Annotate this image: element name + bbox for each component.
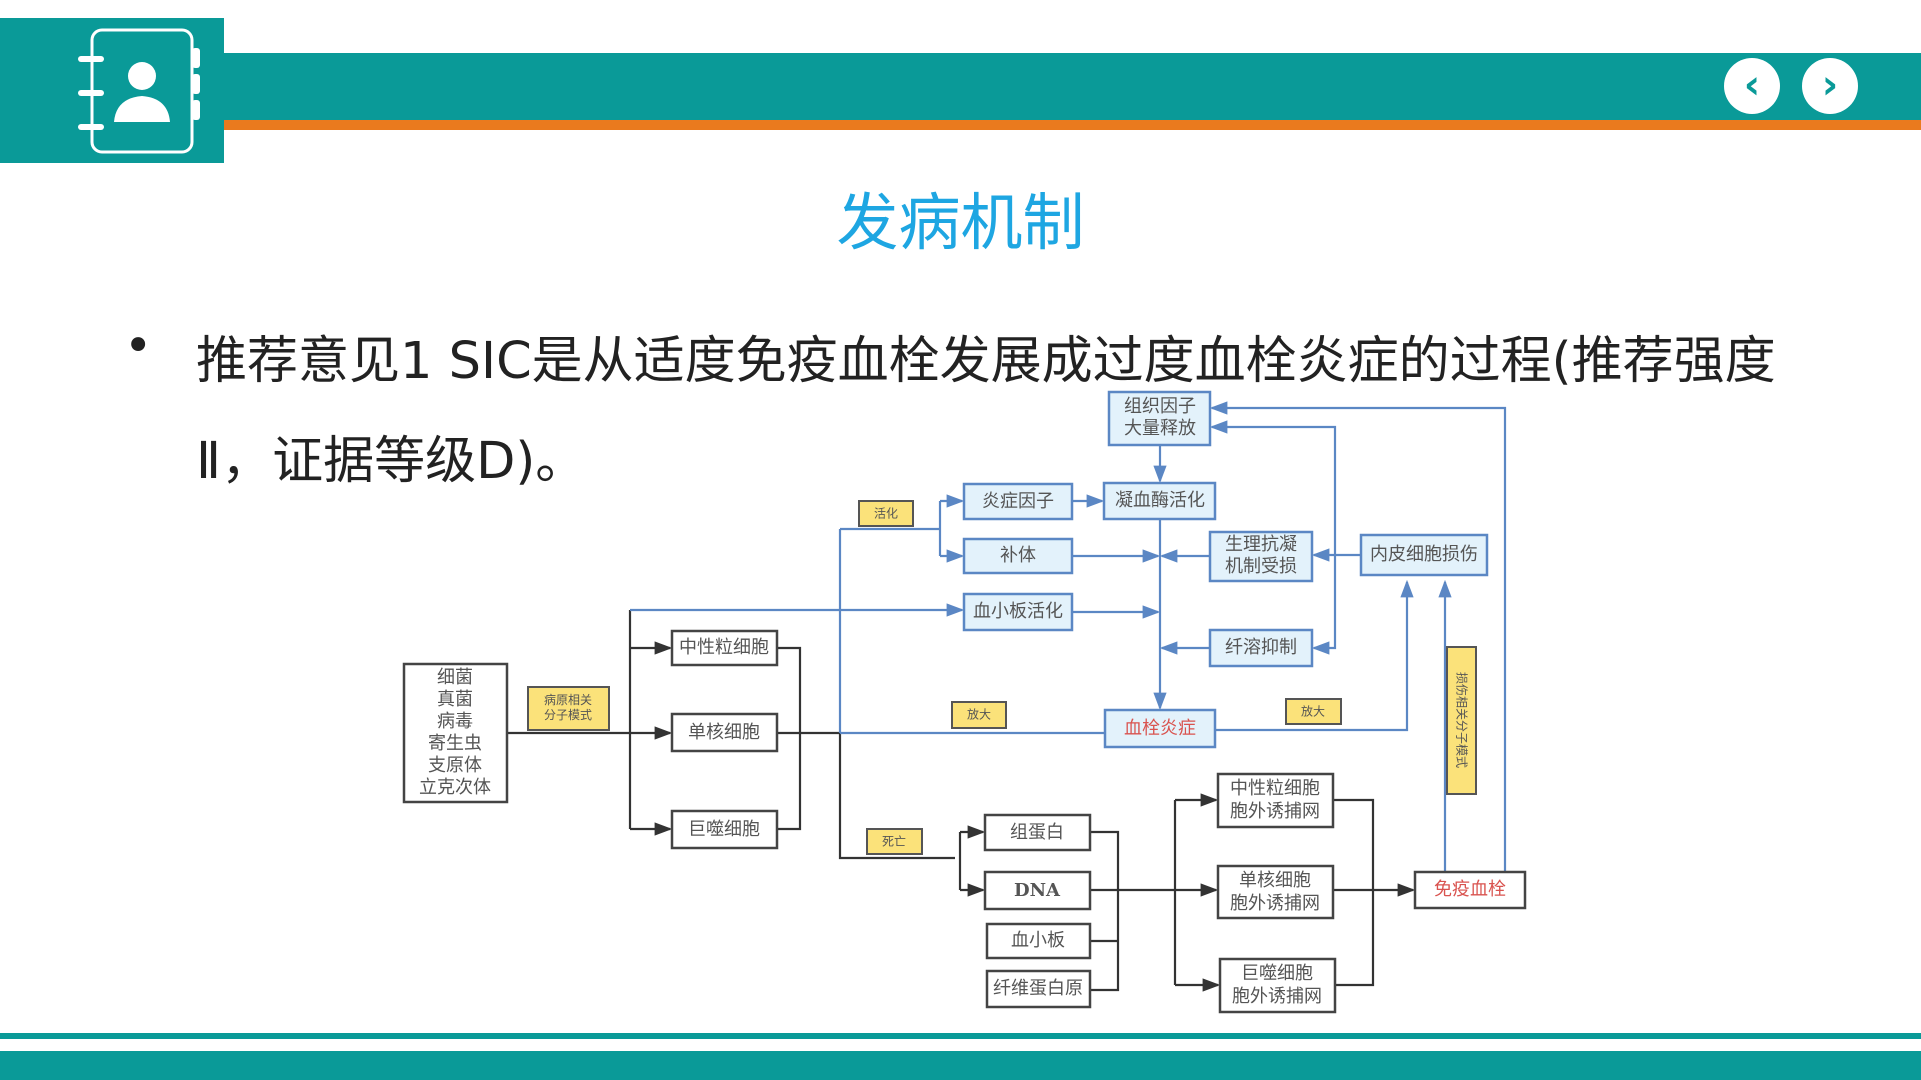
svg-text:活化: 活化 — [874, 507, 898, 521]
logo — [0, 18, 224, 163]
monocyte-box: 单核细胞 — [670, 712, 779, 753]
svg-text:凝血酶活化: 凝血酶活化 — [1115, 490, 1205, 511]
complement-box: 补体 — [962, 537, 1074, 575]
contact-book-icon — [78, 28, 200, 154]
svg-text:内皮细胞损伤: 内皮细胞损伤 — [1370, 544, 1478, 565]
bullet: • — [124, 318, 153, 374]
svg-text:损伤相关分子模式: 损伤相关分子模式 — [1455, 672, 1469, 768]
activate-label: 活化 — [858, 500, 914, 527]
met-box: 单核细胞胞外诱捕网 — [1216, 864, 1335, 920]
svg-text:细菌真菌病毒寄生虫支原体立克次体: 细菌真菌病毒寄生虫支原体立克次体 — [419, 667, 491, 798]
svg-text:中性粒细胞胞外诱捕网: 中性粒细胞胞外诱捕网 — [1230, 778, 1320, 822]
dna-box: DNA — [983, 870, 1092, 911]
svg-text:炎症因子: 炎症因子 — [982, 491, 1054, 512]
header-accent-line — [224, 120, 1921, 130]
svg-text:血小板活化: 血小板活化 — [973, 601, 1063, 622]
immunothrombosis-box: 免疫血栓 — [1413, 870, 1527, 910]
macrophage-box: 巨噬细胞 — [670, 809, 779, 850]
svg-text:血小板: 血小板 — [1011, 930, 1065, 951]
recommendation-text: 推荐意见1 SIC是从适度免疫血栓发展成过度血栓炎症的过程(推荐强度Ⅱ，证据等级… — [196, 332, 1776, 491]
svg-text:死亡: 死亡 — [882, 835, 906, 849]
chevron-left-icon: ‹ — [1743, 62, 1761, 108]
next-button[interactable]: › — [1802, 58, 1858, 114]
amplify-left-label: 放大 — [951, 701, 1007, 729]
header-bar — [0, 53, 1921, 120]
connectors — [507, 401, 1507, 992]
svg-text:组蛋白: 组蛋白 — [1010, 822, 1064, 843]
svg-text:纤维蛋白原: 纤维蛋白原 — [993, 978, 1083, 999]
histone-box: 组蛋白 — [983, 813, 1092, 852]
footer-line — [0, 1033, 1921, 1039]
death-label: 死亡 — [866, 828, 923, 855]
tissue-factor-box: 组织因子大量释放 — [1107, 390, 1212, 447]
svg-text:巨噬细胞胞外诱捕网: 巨噬细胞胞外诱捕网 — [1232, 963, 1322, 1007]
svg-text:生理抗凝机制受损: 生理抗凝机制受损 — [1225, 534, 1297, 577]
thrombin-activation-box: 凝血酶活化 — [1102, 481, 1217, 521]
svg-text:单核细胞胞外诱捕网: 单核细胞胞外诱捕网 — [1230, 870, 1320, 914]
svg-text:免疫血栓: 免疫血栓 — [1434, 879, 1506, 900]
svg-text:病原相关分子模式: 病原相关分子模式 — [544, 692, 592, 722]
svg-text:血栓炎症: 血栓炎症 — [1124, 718, 1196, 739]
amplify-right-label: 放大 — [1285, 698, 1342, 725]
damp-label: 损伤相关分子模式 — [1446, 646, 1477, 795]
pathogens-box: 细菌真菌病毒寄生虫支原体立克次体 — [402, 662, 509, 804]
svg-text:补体: 补体 — [1000, 545, 1036, 566]
inflammatory-factor-box: 炎症因子 — [962, 482, 1074, 521]
prev-button[interactable]: ‹ — [1724, 58, 1780, 114]
neutrophil-box: 中性粒细胞 — [670, 629, 779, 667]
platelet-box: 血小板 — [985, 922, 1092, 960]
svg-text:DNA: DNA — [1014, 880, 1061, 901]
thromboinflammation-box: 血栓炎症 — [1103, 708, 1217, 749]
net-box: 中性粒细胞胞外诱捕网 — [1216, 772, 1335, 829]
anticoagulation-box: 生理抗凝机制受损 — [1208, 530, 1314, 583]
fibrinolysis-box: 纤溶抑制 — [1208, 628, 1314, 668]
svg-text:巨噬细胞: 巨噬细胞 — [688, 819, 760, 840]
svg-text:放大: 放大 — [1301, 704, 1325, 719]
svg-text:单核细胞: 单核细胞 — [688, 722, 760, 743]
chevron-right-icon: › — [1821, 62, 1839, 108]
platelet-activation-box: 血小板活化 — [962, 592, 1074, 632]
fibrinogen-box: 纤维蛋白原 — [985, 969, 1092, 1009]
svg-text:纤溶抑制: 纤溶抑制 — [1225, 637, 1297, 658]
svg-text:中性粒细胞: 中性粒细胞 — [679, 637, 769, 658]
svg-text:组织因子大量释放: 组织因子大量释放 — [1124, 396, 1196, 439]
svg-text:放大: 放大 — [967, 707, 991, 722]
pamp-label: 病原相关分子模式 — [527, 686, 610, 731]
endothelial-box: 内皮细胞损伤 — [1359, 533, 1489, 577]
footer-bar — [0, 1051, 1921, 1080]
page-title: 发病机制 — [836, 186, 1085, 259]
macet-box: 巨噬细胞胞外诱捕网 — [1218, 957, 1337, 1014]
